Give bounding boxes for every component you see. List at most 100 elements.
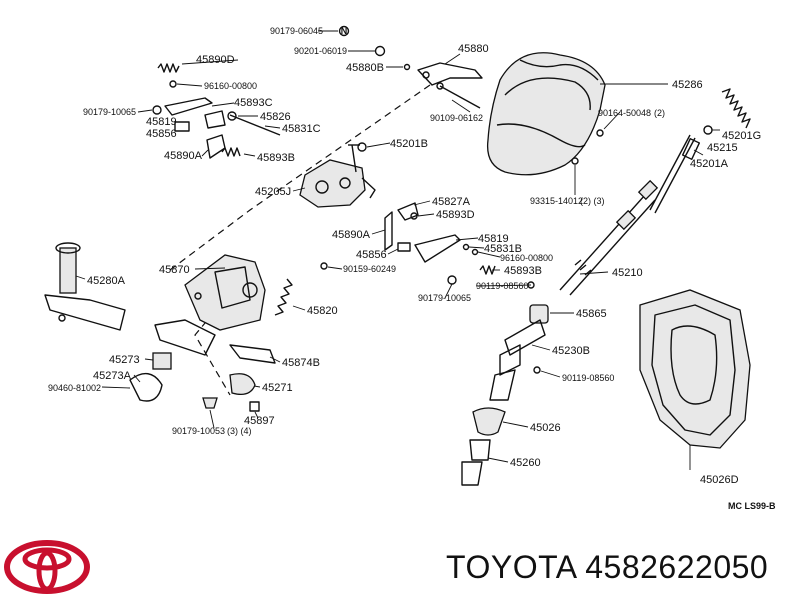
label-45880b: 45880B <box>346 62 384 74</box>
main-shaft-45201a <box>649 134 701 214</box>
label-45201g: 45201G <box>722 130 761 142</box>
label-90179-10065-top: 90179-10065 <box>83 107 136 117</box>
ring-45201b <box>357 142 367 152</box>
label-45893b-mid: 45893B <box>504 265 542 277</box>
label-90164-qty: (2) <box>654 108 665 118</box>
label-90159-60249: 90159-60249 <box>343 264 396 274</box>
label-45210: 45210 <box>612 267 643 279</box>
clip-90179-10065 <box>152 105 162 115</box>
label-45286: 45286 <box>672 79 703 91</box>
screw-93315-14012 <box>571 157 579 165</box>
label-45201b: 45201B <box>390 138 428 150</box>
toyota-logo <box>4 540 90 594</box>
screw-90159-60249 <box>320 262 328 270</box>
label-45831c: 45831C <box>282 123 321 135</box>
label-45893b-top: 45893B <box>257 152 295 164</box>
label-45026d: 45026D <box>700 474 739 486</box>
label-45820: 45820 <box>307 305 338 317</box>
bushing-45271 <box>229 373 256 396</box>
column-cover-45286 <box>486 52 606 176</box>
collar-45826 <box>227 111 237 121</box>
label-90201-06019: 90201-06019 <box>294 46 347 56</box>
label-45897: 45897 <box>244 415 275 427</box>
label-45870: 45870 <box>159 264 190 276</box>
label-45890a-mid: 45890A <box>332 229 371 241</box>
lever-45890a-mid <box>384 211 393 251</box>
clip-96160-00800 <box>169 80 177 88</box>
clip-45831b <box>462 243 470 251</box>
label-90179-10053: 90179-10053 <box>172 426 225 436</box>
pin-45856 <box>174 121 190 132</box>
label-45230b: 45230B <box>552 345 590 357</box>
label-45273: 45273 <box>109 354 140 366</box>
label-45856-top: 45856 <box>146 128 177 140</box>
clamp-45273 <box>152 352 172 370</box>
bracket-45827a <box>397 202 419 221</box>
label-45874b: 45874B <box>282 357 320 369</box>
label-45273a: 45273A <box>93 370 132 382</box>
support-45280a <box>44 242 126 331</box>
spring-45201g <box>721 88 751 129</box>
screw-90164-50048 <box>596 129 604 137</box>
label-96160-00800-mid: 96160-00800 <box>500 253 553 263</box>
label-90119-08560-low: 90119-08560 <box>562 373 614 383</box>
nut-90179-06045 <box>338 25 350 37</box>
label-45271: 45271 <box>262 382 293 394</box>
diagram-code: MC LS99-B <box>728 501 776 511</box>
joint-45865 <box>529 304 549 324</box>
label-90109-06162: 90109-06162 <box>430 113 483 123</box>
label-90179-10065-mid: 90179-10065 <box>418 293 471 303</box>
shaft-45210 <box>559 179 659 296</box>
label-45831b: 45831B <box>484 243 522 255</box>
leader-lines <box>75 30 720 470</box>
part-labels: 90179-06045 45890D 90201-06019 45880 458… <box>48 26 761 486</box>
lever-45819 <box>164 97 213 116</box>
label-45890a-top: 45890A <box>164 150 203 162</box>
lever-45893c <box>204 110 226 129</box>
bolt-45897 <box>249 401 260 412</box>
column-bracket-45870 <box>154 254 266 356</box>
label-45827a: 45827A <box>432 196 471 208</box>
label-45893c: 45893C <box>234 97 273 109</box>
label-90460-81002: 90460-81002 <box>48 383 101 393</box>
pin-45856-mid <box>397 242 411 252</box>
label-90179-06045: 90179-06045 <box>270 26 323 36</box>
label-90164-50048: 90164-50048 <box>598 108 651 118</box>
bolt-45880b <box>403 63 411 71</box>
label-45201a: 45201A <box>690 158 729 170</box>
label-45856-mid: 45856 <box>356 249 387 261</box>
clip-90179-10065-mid <box>447 275 457 285</box>
spring-45820 <box>274 278 293 316</box>
bracket-45880 <box>417 62 483 109</box>
plate-45874b <box>229 344 276 364</box>
label-45893d: 45893D <box>436 209 475 221</box>
spring-45890d <box>157 63 180 73</box>
shaft-45831c <box>229 114 281 136</box>
label-93315-14012: 93315-14012 <box>530 196 583 206</box>
brand-part-number: TOYOTA 4582622050 <box>446 549 769 585</box>
pin-45893d <box>410 212 418 220</box>
nut-90179-10053 <box>202 397 218 409</box>
label-45260: 45260 <box>510 457 541 469</box>
housing-45205j <box>299 144 376 208</box>
label-45205j: 45205J <box>255 186 291 198</box>
clip-96160-00800-mid <box>471 248 479 256</box>
label-90119-08560-top: 90119-08560 <box>476 281 528 291</box>
label-96160-00800-top: 96160-00800 <box>204 81 257 91</box>
seal-45026d <box>639 289 751 449</box>
bearing-45215 <box>703 125 713 135</box>
label-45280a: 45280A <box>87 275 126 287</box>
joint-45260 <box>461 439 491 486</box>
label-90179-10053-qty: (3) (4) <box>227 426 252 436</box>
spring-45893b <box>221 147 241 157</box>
washer-90201-06019 <box>374 45 386 57</box>
bolt-90119-08560-low <box>533 366 541 374</box>
label-45890d: 45890D <box>196 54 235 66</box>
lever-45819-mid <box>414 234 461 263</box>
svg-text:N: N <box>341 26 348 36</box>
label-45819-top: 45819 <box>146 116 177 128</box>
label-45215: 45215 <box>707 142 738 154</box>
label-45819-mid: 45819 <box>478 233 509 245</box>
clamp-45273a <box>129 372 163 402</box>
